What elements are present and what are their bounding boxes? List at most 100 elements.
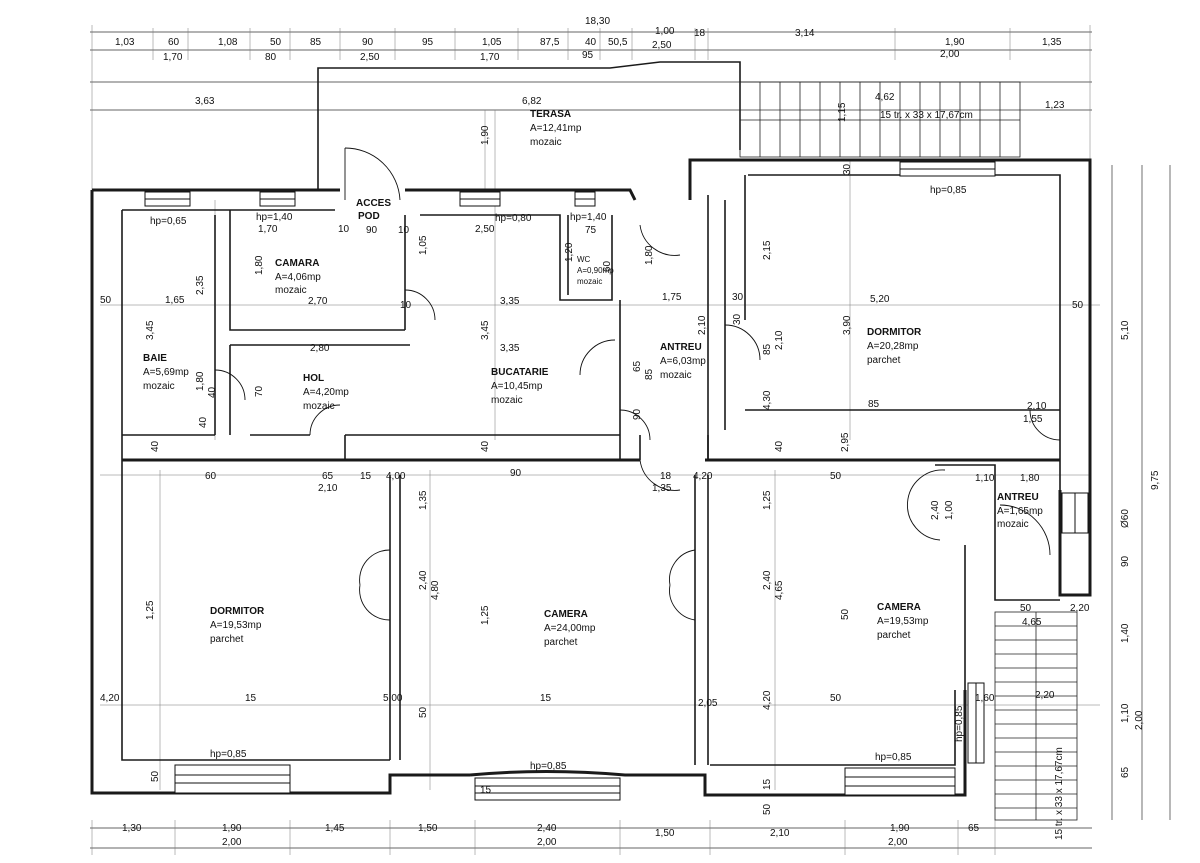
dim-label: 2,40 xyxy=(762,570,773,590)
dim-label: 50,5 xyxy=(608,37,628,48)
dim-label: 1,65 xyxy=(165,295,185,306)
window-wc xyxy=(574,191,596,207)
dim-label: 15 xyxy=(480,785,492,796)
dim-label: 1,35 xyxy=(418,490,429,510)
dim-label: 50 xyxy=(150,770,161,782)
dim-label: 2,20 xyxy=(1070,603,1090,614)
room-dormitor-1: DORMITOR A=20,28mp parchet xyxy=(867,327,922,366)
dim-label: 1,90 xyxy=(890,823,910,834)
door-dormitor-1 xyxy=(724,324,761,361)
dim-label: 95 xyxy=(422,37,434,48)
dim-label: 40 xyxy=(207,386,218,398)
room-name: HOL xyxy=(303,373,324,384)
room-finish: mozaic xyxy=(530,137,562,148)
dim-label: 1,20 xyxy=(564,242,575,262)
room-finish: mozaic xyxy=(577,277,602,286)
room-area: A=5,69mp xyxy=(143,367,189,378)
dim-label: 2,10 xyxy=(697,315,708,335)
room-name: CAMARA xyxy=(275,258,319,269)
dim-label: 1,10 xyxy=(1120,703,1131,723)
door-antreu-2 xyxy=(1029,409,1061,441)
room-area: A=12,41mp xyxy=(530,123,582,134)
dim-label: 2,10 xyxy=(1027,401,1047,412)
dim-label: 40 xyxy=(774,440,785,452)
room-finish: mozaic xyxy=(275,285,307,296)
dim-label: 2,50 xyxy=(360,52,380,63)
dim-label: 50 xyxy=(270,37,282,48)
dimension-lines xyxy=(90,25,1171,855)
room-finish: parchet xyxy=(867,355,901,366)
dim-label: 1,35 xyxy=(652,483,672,494)
window-height-label: hp=0,85 xyxy=(210,749,247,760)
window-height-label: hp=1,40 xyxy=(570,212,607,223)
stairs-right xyxy=(994,611,1078,821)
dim-label: 90 xyxy=(632,408,643,420)
dim-label: 1,70 xyxy=(163,52,183,63)
room-name: CAMERA xyxy=(877,602,921,613)
dim-label: 1,50 xyxy=(655,828,675,839)
dim-label: 50 xyxy=(840,608,851,620)
stairs-top xyxy=(739,81,1021,158)
door-hol xyxy=(309,404,341,436)
stair-right-label: 15 tr. x 33 x 17,67cm xyxy=(1054,747,1065,840)
window-camera-2-side xyxy=(967,682,985,764)
right-dimension-column: 5,10 9,75 90 1,40 1,10 2,00 65 Ø60 xyxy=(1120,320,1161,778)
dim-label: 40 xyxy=(150,440,161,452)
dim-label: 9,75 xyxy=(1150,470,1161,490)
dim-label: 1,70 xyxy=(258,224,278,235)
dim-label: 4,20 xyxy=(693,471,713,482)
dim-label: 50 xyxy=(830,471,842,482)
dim-label: 80 xyxy=(265,52,277,63)
window-antreu-2 xyxy=(1061,492,1089,534)
dim-label: 10 xyxy=(400,300,412,311)
dim-label: 50 xyxy=(1072,300,1084,311)
interior-dimensions: 1,90 1,15 30 1,70 10 90 10 2,50 75 1,80 … xyxy=(100,102,1090,815)
dim-label: 1,80 xyxy=(195,371,206,391)
room-area: A=6,03mp xyxy=(660,356,706,367)
room-area: A=0,90mp xyxy=(577,266,614,275)
dim-label: 30 xyxy=(842,163,853,175)
dim-label: 2,80 xyxy=(310,343,330,354)
dim-label: Ø60 xyxy=(1120,509,1131,528)
door-entry xyxy=(639,459,681,491)
dim-label: 4,62 xyxy=(875,92,895,103)
dim-label: 1,70 xyxy=(480,52,500,63)
dim-label: 10 xyxy=(398,225,410,236)
dim-label: 2,10 xyxy=(774,330,785,350)
top-dimension-row-1: 1,03 60 1,08 50 85 90 95 1,05 87,5 40 50… xyxy=(115,28,1062,48)
dim-label: 1,90 xyxy=(480,125,491,145)
top-dimension-row-2: 1,70 80 2,50 1,70 95 2,50 2,00 xyxy=(163,40,960,63)
doors xyxy=(214,147,1061,621)
room-area: A=20,28mp xyxy=(867,341,919,352)
room-area: A=10,45mp xyxy=(491,381,543,392)
door-baie xyxy=(214,369,246,401)
dim-label: 3,35 xyxy=(500,296,520,307)
dim-label: 60 xyxy=(602,260,613,272)
room-name: ANTREU xyxy=(997,492,1039,503)
dim-label: 1,00 xyxy=(655,26,675,37)
room-antreu-2: ANTREU A=1,65mp mozaic xyxy=(997,492,1043,530)
dim-label: 65 xyxy=(968,823,980,834)
dim-label: 1,30 xyxy=(122,823,142,834)
dim-label: 2,20 xyxy=(1035,690,1055,701)
room-area: A=19,53mp xyxy=(210,620,262,631)
door-antreu-north xyxy=(639,224,681,256)
dim-label: 3,45 xyxy=(145,320,156,340)
room-area: A=4,06mp xyxy=(275,272,321,283)
dim-label: 1,35 xyxy=(1042,37,1062,48)
door-double-right xyxy=(669,549,696,621)
dim-label: 5,00 xyxy=(383,693,403,704)
dim-label: 1,05 xyxy=(418,235,429,255)
dim-label: 2,15 xyxy=(762,240,773,260)
room-antreu-1: ANTREU A=6,03mp mozaic xyxy=(660,342,706,381)
door-bucatarie xyxy=(579,339,616,376)
dim-label: 4,00 xyxy=(386,471,406,482)
dim-label: 60 xyxy=(205,471,217,482)
dim-label: 70 xyxy=(254,385,265,397)
window-bucatarie xyxy=(459,191,501,207)
dim-label: 2,70 xyxy=(308,296,328,307)
dim-label: 5,10 xyxy=(1120,320,1131,340)
dim-label: 85 xyxy=(762,343,773,355)
dim-label: 40 xyxy=(198,416,209,428)
dim-label: 3,35 xyxy=(500,343,520,354)
